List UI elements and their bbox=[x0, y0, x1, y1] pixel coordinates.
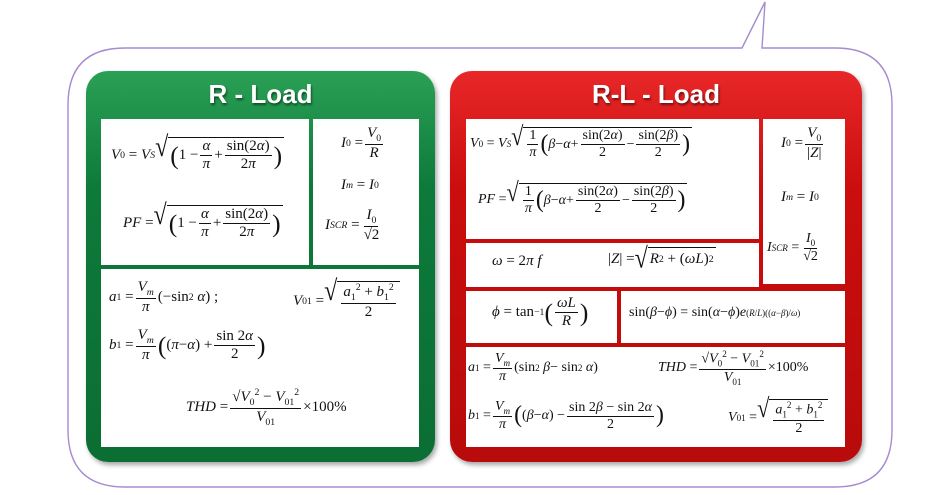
rl-load-sin-formula: sin(β − ϕ) = sin(α − ϕ)e(R/L)((α−β)/ω) bbox=[629, 305, 801, 320]
rl-load-beta-box: sin(β − ϕ) = sin(α − ϕ)e(R/L)((α−β)/ω) bbox=[621, 291, 845, 343]
rl-load-title: R-L - Load bbox=[591, 79, 721, 109]
r-load-title: R - Load bbox=[208, 79, 313, 109]
